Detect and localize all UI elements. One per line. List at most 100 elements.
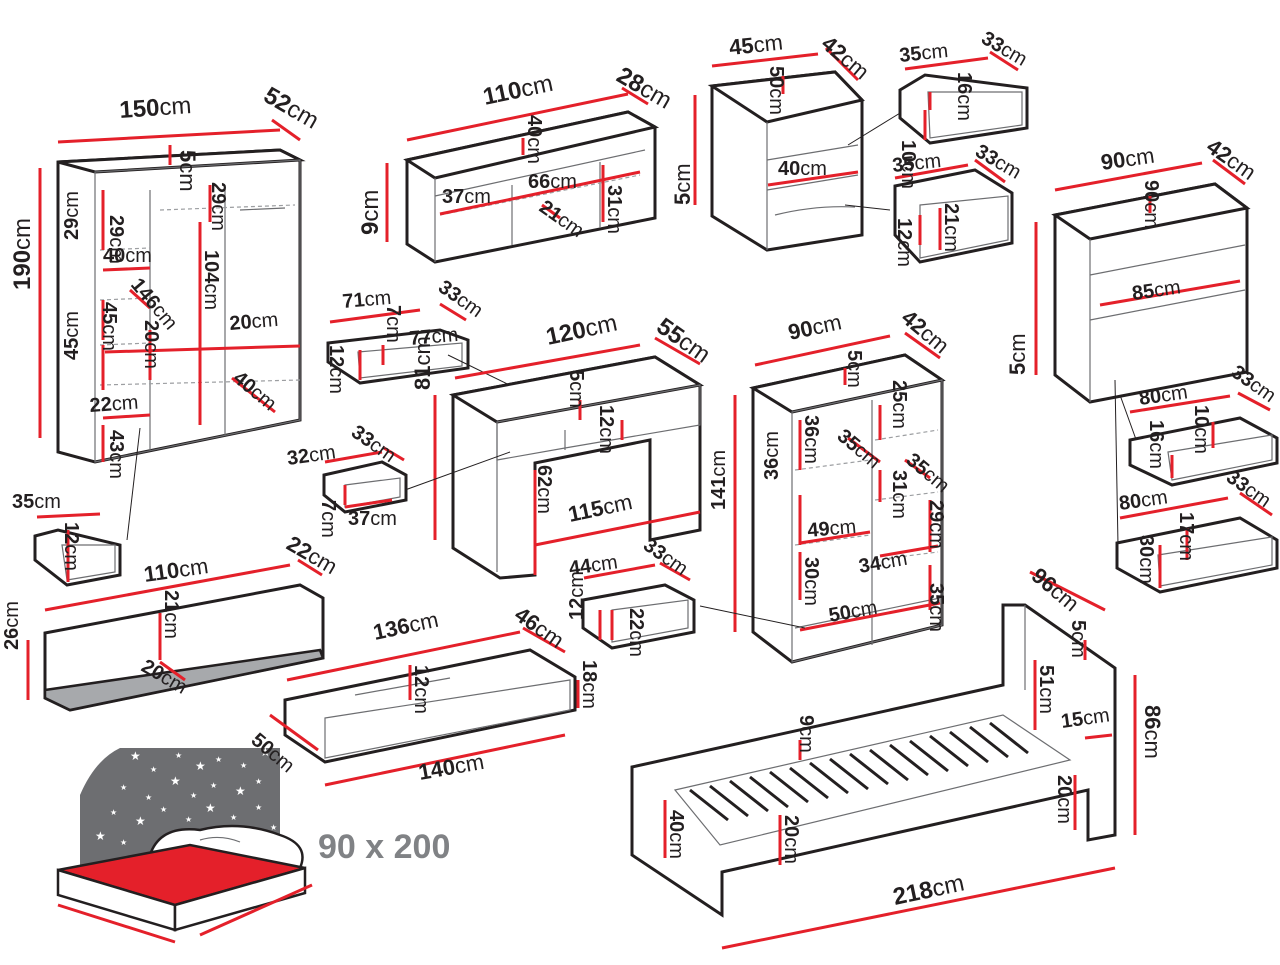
star-icon: ★ <box>110 808 117 817</box>
bookcase-dim-label: 35cm <box>925 583 947 632</box>
dim-value: 9 <box>357 222 384 235</box>
dim-value: 5 <box>175 150 200 162</box>
dim-value: 10 <box>1190 405 1212 427</box>
dim-unit: cm <box>61 311 83 338</box>
star-icon: ★ <box>270 823 277 832</box>
dim-value: 80 <box>1138 385 1163 410</box>
dim-unit: cm <box>317 511 339 538</box>
desk-dim-label: 5cm <box>565 370 587 408</box>
bed-dim-label: 15cm <box>1060 704 1112 733</box>
wardrobe-dim-label: 22cm <box>89 392 139 417</box>
wardrobe-dim-label: 150cm <box>119 92 193 124</box>
dim-unit: cm <box>464 186 491 208</box>
chest-drawer-top <box>1128 391 1279 487</box>
dim-unit: cm <box>670 163 695 192</box>
dim-unit: cm <box>603 207 625 234</box>
chest-drawer-bottom-dim-label: 33cm <box>1222 466 1275 512</box>
bookcase-dim-label: 50cm <box>827 597 879 627</box>
dim-value: 7 <box>317 500 339 511</box>
dim-unit: cm <box>888 492 910 519</box>
dim-unit: cm <box>61 191 83 218</box>
dim-unit: cm <box>550 171 577 193</box>
tv-cabinet-dim-label: 40cm <box>523 115 545 164</box>
dim-value: 40 <box>103 245 125 267</box>
bookcase-dim-label: 36cm <box>800 415 822 464</box>
dim-unit: cm <box>175 162 200 191</box>
wardrobe-dim-label: 45cm <box>61 311 83 360</box>
dim-unit: cm <box>105 237 127 264</box>
desk <box>404 336 705 580</box>
bookcase-dim-label: 34cm <box>857 548 909 578</box>
chest-drawer-bottom-dim-label: 80cm <box>1118 486 1170 515</box>
dim-value: 5 <box>843 350 865 361</box>
dim-unit: cm <box>453 749 486 779</box>
nightstand-drawer-bottom-dim-label: 21cm <box>940 203 962 252</box>
dim-value: 12 <box>60 522 82 544</box>
dim-value: 115 <box>566 495 606 527</box>
chest-dim-label: 5cm <box>1005 333 1030 375</box>
dim-value: 21 <box>940 203 962 225</box>
dim-unit: cm <box>98 324 120 351</box>
nightstand-dim-label: 5cm <box>670 163 695 205</box>
dim-unit: cm <box>780 837 802 864</box>
nightstand-dim-label: 40cm <box>778 158 827 180</box>
dim-unit: cm <box>1153 276 1182 301</box>
dim-unit: cm <box>601 489 635 520</box>
dim-unit: cm <box>60 544 82 571</box>
star-icon: ★ <box>145 793 152 802</box>
dim-value: 31 <box>603 185 625 207</box>
dim-unit: cm <box>765 88 787 115</box>
dim-unit: cm <box>140 342 162 369</box>
small-drawer-a <box>33 512 122 587</box>
wardrobe-dim-label: 43cm <box>105 430 127 479</box>
dim-value: 9 <box>795 715 817 726</box>
dim-value: 40 <box>665 810 687 832</box>
wardrobe-dim-label: 29cm <box>105 215 127 264</box>
star-icon: ★ <box>235 784 246 798</box>
wall-shelf-dim-label: 26cm <box>1 601 23 650</box>
wall-shelf-dim-label: 22cm <box>283 531 342 580</box>
chest-dim-label: 90cm <box>1099 143 1156 175</box>
star-icon: ★ <box>215 755 222 764</box>
dim-value: 5 <box>1067 620 1089 631</box>
wardrobe-dim-label: 40cm <box>103 245 152 267</box>
dim-unit: cm <box>308 441 337 466</box>
wardrobe-dim-label: 45cm <box>98 302 120 351</box>
dim-unit: cm <box>177 553 210 582</box>
dim-value: 20 <box>1053 775 1075 797</box>
star-icon: ★ <box>255 777 262 786</box>
star-icon: ★ <box>230 813 237 822</box>
star-icon: ★ <box>205 801 216 815</box>
dim-unit: cm <box>625 630 647 657</box>
dim-unit: cm <box>1 601 23 628</box>
dim-value: 86 <box>1140 705 1165 729</box>
dim-value: 90 <box>786 315 815 345</box>
dim-value: 7 <box>382 305 404 316</box>
nightstand-drawer-top-dim-label: 16cm <box>953 72 975 121</box>
bookcase-drawer-dim-label: 33cm <box>639 534 692 580</box>
dim-value: 110 <box>142 557 181 587</box>
chest-drawer-bottom <box>1115 491 1279 594</box>
bed-dim-label: 20cm <box>1053 775 1075 824</box>
wardrobe-dim-label: 5cm <box>175 150 200 192</box>
nightstand-drawer-top-dim-label: 33cm <box>978 27 1031 71</box>
star-icon: ★ <box>95 829 106 843</box>
dim-unit: cm <box>800 579 822 606</box>
dim-unit: cm <box>829 516 857 540</box>
dim-value: 66 <box>528 171 550 193</box>
desk-dim-label: 115cm <box>566 489 635 527</box>
desk-dim-label: 12cm <box>595 405 617 454</box>
bookcase-dim-label: 31cm <box>888 470 910 519</box>
dim-value: 12 <box>325 345 347 367</box>
bookcase-dim-label: 36cm <box>761 431 783 480</box>
star-icon: ★ <box>135 814 146 828</box>
wardrobe-dim-label: 29cm <box>61 191 83 240</box>
dim-unit: cm <box>913 150 942 175</box>
dim-unit: cm <box>519 70 556 103</box>
bed-dim-label: 9cm <box>795 715 817 753</box>
dim-unit: cm <box>1140 486 1169 511</box>
dim-value: 32 <box>286 445 311 470</box>
dim-unit: cm <box>251 309 279 333</box>
dim-value: 136 <box>371 613 412 645</box>
